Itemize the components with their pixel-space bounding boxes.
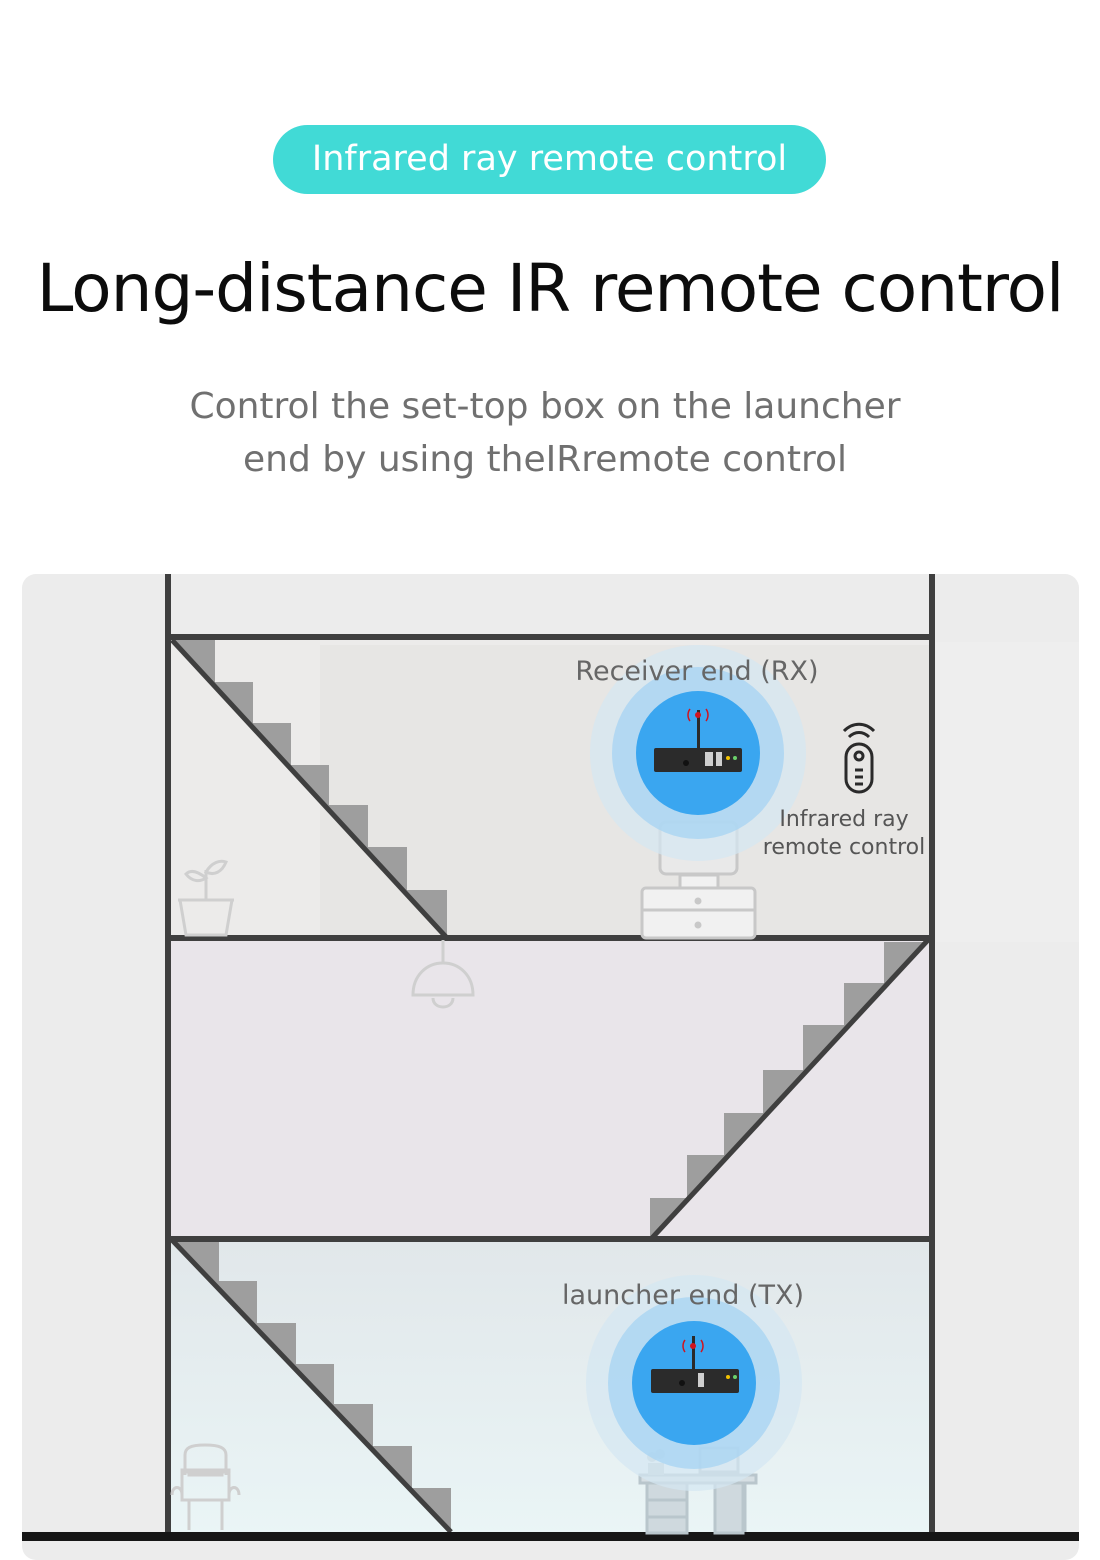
ground-line xyxy=(22,1532,1079,1541)
antenna-icon xyxy=(697,710,700,750)
page-title: Long-distance IR remote control xyxy=(36,250,1065,327)
description-line-2: end by using theIRremote control xyxy=(242,439,847,480)
house-walls xyxy=(165,574,935,1535)
antenna-icon xyxy=(692,1336,695,1371)
description-line-1: Control the set-top box on the launcher xyxy=(189,386,901,427)
house-illustration: Receiver end (RX) launcher end (TX) Infr… xyxy=(0,570,1100,1560)
lamp-icon xyxy=(411,940,475,1009)
middle-floor xyxy=(169,940,932,1240)
remote-control-icon xyxy=(842,722,876,794)
plant-icon xyxy=(178,859,234,937)
remote-label-line-1: Infrared ray xyxy=(779,807,909,832)
receiver-device xyxy=(590,645,806,861)
receiver-end-label: Receiver end (RX) xyxy=(575,656,819,687)
remote-control-label: Infrared ray remote control xyxy=(756,806,932,862)
launcher-device xyxy=(586,1275,802,1491)
remote-label-line-2: remote control xyxy=(762,835,926,860)
house-cross-section xyxy=(22,574,1079,1560)
page-description: Control the set-top box on the launcher … xyxy=(150,380,940,486)
section-badge: Infrared ray remote control xyxy=(273,125,826,194)
launcher-end-label: launcher end (TX) xyxy=(561,1280,805,1311)
armchair-icon xyxy=(170,1443,241,1530)
lower-floor xyxy=(169,1240,932,1535)
